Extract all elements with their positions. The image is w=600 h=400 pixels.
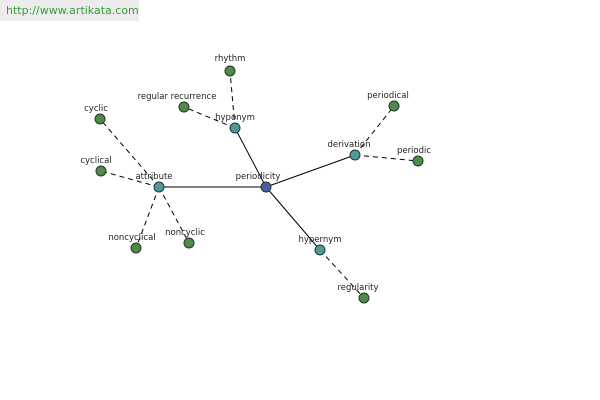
edge-derivation-periodic — [354, 154, 419, 162]
edges — [99, 70, 419, 299]
node-hypernym[interactable] — [314, 244, 326, 256]
node-regular-recurrence[interactable] — [178, 101, 190, 113]
node-cyclic[interactable] — [94, 113, 106, 125]
node-label-noncyclic: noncyclic — [165, 228, 205, 238]
labels: periodicity hyponym derivation attribute hyp… — [80, 54, 431, 293]
node-periodic[interactable] — [412, 155, 424, 167]
node-label-attribute: attribute — [135, 172, 172, 182]
node-noncyclic[interactable] — [183, 237, 195, 249]
edge-attribute-cyclic — [99, 118, 160, 188]
node-label-hyponym: hyponym — [215, 113, 255, 123]
node-noncyclical[interactable] — [130, 242, 142, 254]
nodes — [94, 65, 424, 304]
node-periodicity[interactable] — [260, 181, 272, 193]
edge-hypernym-regularity — [319, 249, 365, 299]
edge-attribute-cyclical — [100, 170, 160, 188]
edge-periodicity-hypernym — [265, 186, 321, 251]
edge-hyponym-rhythm — [229, 70, 236, 129]
edge-attribute-noncyclic — [158, 186, 190, 244]
node-label-periodic: periodic — [397, 146, 431, 156]
node-label-cyclical: cyclical — [80, 156, 111, 166]
node-label-periodical: periodical — [367, 91, 409, 101]
edge-hyponym-regular-recurrence — [183, 106, 236, 129]
edge-derivation-periodical — [354, 105, 395, 156]
node-derivation[interactable] — [349, 149, 361, 161]
node-periodical[interactable] — [388, 100, 400, 112]
node-label-regularity: regularity — [337, 283, 378, 293]
node-label-derivation: derivation — [327, 140, 370, 150]
edge-periodicity-hyponym — [234, 127, 267, 188]
node-hyponym[interactable] — [229, 122, 241, 134]
edge-periodicity-derivation — [265, 154, 356, 188]
node-label-periodicity: periodicity — [236, 172, 281, 182]
node-label-regular-recurrence: regular recurrence — [138, 92, 217, 102]
node-cyclical[interactable] — [95, 165, 107, 177]
edge-attribute-noncyclical — [135, 186, 160, 249]
node-label-noncyclical: noncyclical — [108, 233, 155, 243]
node-label-cyclic: cyclic — [84, 104, 108, 114]
node-label-hypernym: hypernym — [298, 235, 341, 245]
node-rhythm[interactable] — [224, 65, 236, 77]
node-label-rhythm: rhythm — [215, 54, 246, 64]
source-url-link[interactable]: http://www.artikata.com — [0, 0, 139, 21]
node-regularity[interactable] — [358, 292, 370, 304]
node-attribute[interactable] — [153, 181, 165, 193]
